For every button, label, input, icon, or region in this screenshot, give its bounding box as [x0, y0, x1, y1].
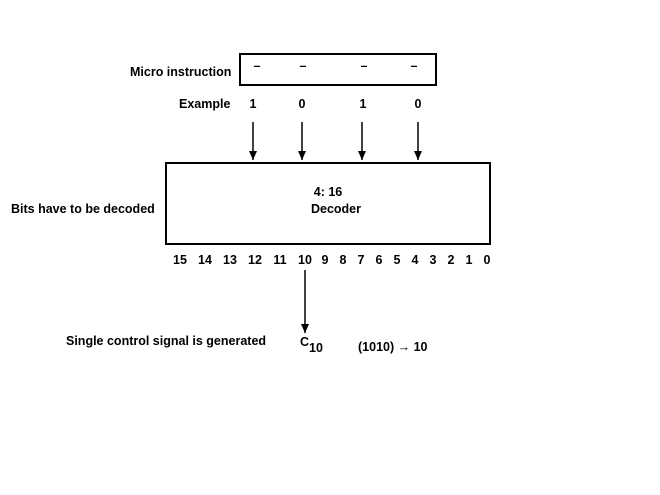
micro-bit-placeholder: – [360, 59, 368, 73]
single-signal-caption: Single control signal is generated [66, 334, 267, 348]
example-bit: 1 [249, 97, 257, 111]
decoder-output-label: 0 [483, 253, 491, 267]
decoder-output-label: 14 [198, 253, 212, 267]
decoder-output-label: 4 [411, 253, 419, 267]
micro-bit-placeholder: – [253, 59, 261, 73]
binary-mapping: (1010) → 10 [358, 340, 428, 354]
decoder-output-label: 13 [223, 253, 237, 267]
control-signal-c10: C10 [300, 335, 323, 355]
signal-subscript: 10 [309, 341, 323, 355]
decoder-output-label: 2 [447, 253, 455, 267]
decoder-output-label: 8 [339, 253, 347, 267]
decoder-output-label: 12 [248, 253, 262, 267]
decoder-box [165, 162, 491, 245]
example-bit: 0 [298, 97, 306, 111]
micro-instruction-label: Micro instruction [130, 65, 232, 79]
decoder-output-label: 10 [298, 253, 312, 267]
example-bit: 0 [414, 97, 422, 111]
example-label: Example [179, 97, 231, 111]
micro-instruction-box [239, 53, 437, 86]
micro-bit-placeholder: – [410, 59, 418, 73]
signal-letter: C [300, 335, 310, 349]
bits-decoded-label: Bits have to be decoded [11, 202, 155, 216]
decoder-output-label: 9 [321, 253, 329, 267]
decoder-output-label: 15 [173, 253, 187, 267]
decoder-output-label: 3 [429, 253, 437, 267]
decoder-name: Decoder [310, 202, 362, 216]
decoder-output-label: 7 [357, 253, 365, 267]
decoder-title: 4: 16 [313, 185, 343, 199]
decoder-output-label: 1 [465, 253, 473, 267]
decoder-output-label: 5 [393, 253, 401, 267]
micro-bit-placeholder: – [299, 59, 307, 73]
decoder-output-label: 11 [273, 253, 287, 267]
example-bit: 1 [359, 97, 367, 111]
decoder-output-label: 6 [375, 253, 383, 267]
